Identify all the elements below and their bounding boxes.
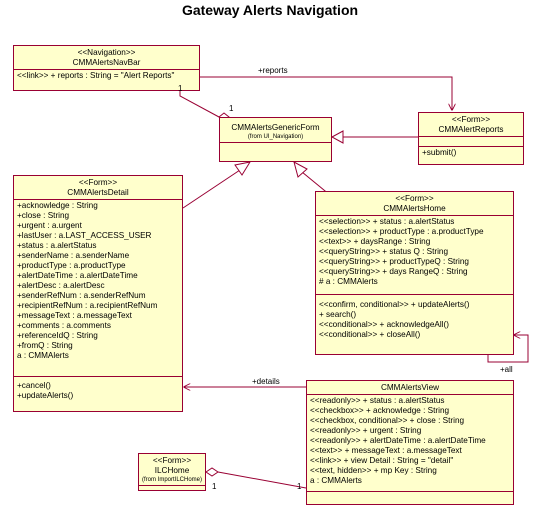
detail-attribute: +messageText : a.messageText xyxy=(17,311,132,320)
multiplicity-view: 1 xyxy=(297,482,302,491)
detail-attribute: +senderName : a.senderName xyxy=(17,251,130,260)
reports-association xyxy=(188,76,452,110)
home-attribute: <<selection>> + status : a.alertStatus xyxy=(319,217,455,226)
view-attributes: <<readonly>> + status : a.alertStatus <<… xyxy=(307,395,513,492)
view-attribute: <<readonly>> + urgent : String xyxy=(310,426,422,435)
detail-header: <<Form>> CMMAlertsDetail xyxy=(14,176,182,200)
home-header: <<Form>> CMMAlertsHome xyxy=(316,192,513,216)
generic-form-from: (from UI_Navigation) xyxy=(247,134,304,140)
home-operations: <<confirm, conditional>> + updateAlerts(… xyxy=(316,295,513,341)
self-association-all xyxy=(487,335,529,363)
home-operation: <<confirm, conditional>> + updateAlerts(… xyxy=(319,300,470,309)
home-operation: + search() xyxy=(319,310,357,319)
ilc-name: ILCHome xyxy=(154,466,190,475)
reports-operation: +submit() xyxy=(422,148,457,157)
home-attribute: <<text>> + daysRange : String xyxy=(319,237,431,246)
ilc-stereotype: <<Form>> xyxy=(152,456,192,465)
home-attribute: <<queryString>> + productTypeQ : String xyxy=(319,257,469,266)
home-attributes: <<selection>> + status : a.alertStatus <… xyxy=(316,216,513,295)
detail-attribute: +recipientRefNum : a.recipientRefNum xyxy=(17,301,158,310)
navbar-attribute: <<link>> + reports : String = "Alert Rep… xyxy=(17,71,175,80)
view-name: CMMAlertsView xyxy=(380,383,440,392)
reports-attributes xyxy=(419,137,523,147)
home-attribute: # a : CMMAlerts xyxy=(319,277,378,286)
navbar-header: <<Navigation>> CMMAlertsNavBar xyxy=(14,46,199,70)
view-attribute: <<readonly>> + alertDateTime : a.alertDa… xyxy=(310,436,486,445)
reports-stereotype: <<Form>> xyxy=(451,115,491,124)
navbar-aggregation xyxy=(179,90,220,118)
detail-attribute: a : CMMAlerts xyxy=(17,351,69,360)
view-attribute: <<link>> + view Detail : String = "detai… xyxy=(310,456,454,465)
view-operations xyxy=(307,492,513,500)
class-alerts-view[interactable]: CMMAlertsView <<readonly>> + status : a.… xyxy=(306,380,514,505)
view-attribute: a : CMMAlerts xyxy=(310,476,362,485)
detail-operation: +cancel() xyxy=(17,381,51,390)
generic-form-name: CMMAlertsGenericForm xyxy=(231,123,320,132)
detail-attribute: +senderRefNum : a.senderRefNum xyxy=(17,291,146,300)
detail-attribute: +lastUser : a.LAST_ACCESS_USER xyxy=(17,231,152,240)
class-generic-form[interactable]: CMMAlertsGenericForm (from UI_Navigation… xyxy=(219,117,332,162)
detail-attribute: +alertDesc : a.alertDesc xyxy=(17,281,105,290)
home-attribute: <<queryString>> + status Q : String xyxy=(319,247,449,256)
home-attribute: <<selection>> + productType : a.productT… xyxy=(319,227,484,236)
view-attribute: <<text, hidden>> + mp Key : String xyxy=(310,466,437,475)
generic-form-empty-section xyxy=(220,143,331,150)
detail-operations: +cancel() +updateAlerts() xyxy=(14,377,182,402)
detail-attributes: +acknowledge : String +close : String +u… xyxy=(14,200,182,377)
detail-attribute: +comments : a.comments xyxy=(17,321,111,330)
detail-stereotype: <<Form>> xyxy=(78,178,118,187)
class-navbar[interactable]: <<Navigation>> CMMAlertsNavBar <<link>> … xyxy=(13,45,200,91)
reports-operations: +submit() xyxy=(419,147,523,159)
view-attribute: <<readonly>> + status : a.alertStatus xyxy=(310,396,445,405)
class-alert-reports[interactable]: <<Form>> CMMAlertReports +submit() xyxy=(418,112,524,165)
detail-attribute: +acknowledge : String xyxy=(17,201,98,210)
multiplicity-navbar: 1 xyxy=(178,84,183,93)
home-operation: <<conditional>> + closeAll() xyxy=(319,330,421,339)
detail-attribute: +alertDateTime : a.alertDateTime xyxy=(17,271,138,280)
detail-attribute: +fromQ : String xyxy=(17,341,73,350)
detail-attribute: +urgent : a.urgent xyxy=(17,221,82,230)
multiplicity-ilc: 1 xyxy=(212,482,217,491)
view-attribute: <<checkbox>> + acknowledge : String xyxy=(310,406,450,415)
detail-attribute: +productType : a.productType xyxy=(17,261,126,270)
detail-attribute: +referenceIdQ : String xyxy=(17,331,98,340)
class-ilc-home[interactable]: <<Form>> ILCHome (from ImportILCHome) xyxy=(138,453,206,491)
generalization-arrow-detail xyxy=(234,161,252,176)
ilc-from: (from ImportILCHome) xyxy=(141,477,202,483)
diagram-title: Gateway Alerts Navigation xyxy=(181,2,359,18)
home-stereotype: <<Form>> xyxy=(395,194,434,203)
ilc-aggregation xyxy=(217,471,307,489)
detail-name: CMMAlertsDetail xyxy=(67,188,129,197)
reports-header: <<Form>> CMMAlertReports xyxy=(419,113,523,137)
detail-generalization xyxy=(182,169,241,209)
detail-attribute: +close : String xyxy=(17,211,70,220)
navbar-attributes: <<link>> + reports : String = "Alert Rep… xyxy=(14,70,199,82)
view-attribute: <<checkbox, conditional>> + close : Stri… xyxy=(310,416,465,425)
class-alerts-home[interactable]: <<Form>> CMMAlertsHome <<selection>> + s… xyxy=(315,191,514,355)
reports-name: CMMAlertReports xyxy=(438,125,504,134)
home-name: CMMAlertsHome xyxy=(383,204,446,213)
ilc-header: <<Form>> ILCHome (from ImportILCHome) xyxy=(139,454,205,486)
generalization-arrow-home xyxy=(293,161,308,178)
detail-attribute: +status : a.alertStatus xyxy=(17,241,97,250)
home-attribute: <<queryString>> + days RangeQ : String xyxy=(319,267,468,276)
view-attribute: <<text>> + messageText : a.messageText xyxy=(310,446,462,455)
navbar-stereotype: <<Navigation>> xyxy=(77,48,136,57)
navbar-name: CMMAlertsNavBar xyxy=(72,58,141,67)
detail-operation: +updateAlerts() xyxy=(17,391,74,400)
generic-form-header: CMMAlertsGenericForm (from UI_Navigation… xyxy=(220,118,331,143)
multiplicity-generic: 1 xyxy=(229,104,234,113)
label-reports: +reports xyxy=(258,66,288,75)
aggregation-diamond-ilc xyxy=(205,467,219,477)
class-alerts-detail[interactable]: <<Form>> CMMAlertsDetail +acknowledge : … xyxy=(13,175,183,412)
view-header: CMMAlertsView xyxy=(307,381,513,395)
label-all: +all xyxy=(500,365,513,374)
generalization-arrow-reports xyxy=(330,130,344,144)
home-operation: <<conditional>> + acknowledgeAll() xyxy=(319,320,449,329)
label-details: +details xyxy=(252,377,280,386)
